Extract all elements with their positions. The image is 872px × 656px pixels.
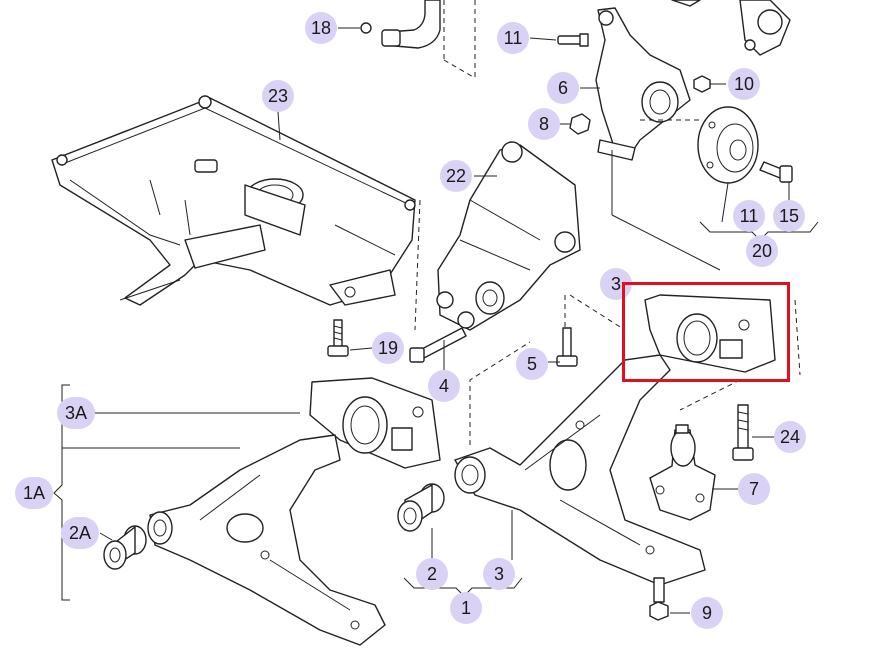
callout-20: 20	[746, 235, 778, 267]
callout-19: 19	[372, 332, 404, 364]
bushing-3a-part	[309, 377, 441, 469]
callout-18: 18	[305, 12, 337, 44]
callout-10: 10	[728, 68, 760, 100]
dashed-assembly-lines	[414, 119, 801, 445]
right-control-arm-part	[454, 354, 706, 586]
callout-6: 6	[547, 72, 579, 104]
callout-24: 24	[774, 421, 806, 453]
callout-11-top: 11	[497, 22, 529, 54]
callout-7: 7	[738, 473, 770, 505]
callout-2a: 2A	[61, 517, 99, 549]
callout-23: 23	[262, 80, 294, 112]
callout-3: 3	[483, 558, 515, 590]
callout-9: 9	[691, 597, 723, 629]
upper-right-parts	[671, 0, 791, 56]
stabilizer-link-part	[360, 0, 476, 79]
callout-11-hub: 11	[733, 200, 765, 232]
callout-1a: 1A	[15, 477, 53, 509]
left-control-arm-part	[147, 434, 386, 646]
callout-8: 8	[528, 108, 560, 140]
callout-2: 2	[416, 558, 448, 590]
steering-knuckle-part	[595, 7, 721, 271]
bracket-22-part	[436, 141, 581, 331]
bolt-11-top-part	[557, 33, 589, 47]
callout-4: 4	[428, 370, 460, 402]
callout-5: 5	[516, 348, 548, 380]
nut-9-part	[649, 577, 669, 621]
bolt-19-part	[327, 319, 349, 357]
highlight-box	[622, 282, 790, 382]
nut-8-part	[569, 113, 591, 135]
wheel-hub-part	[697, 106, 819, 241]
subframe-part	[51, 95, 416, 306]
bushing-2-part	[397, 483, 445, 532]
callout-1: 1	[450, 592, 482, 624]
bolt-5-part	[556, 327, 578, 367]
rear-bushing-highlighted-part	[644, 294, 776, 373]
nut-10-part	[693, 75, 711, 93]
bolt-24-part	[732, 404, 754, 461]
leader-lines	[53, 27, 774, 614]
ball-joint-part	[649, 424, 716, 521]
bushing-2a-part	[103, 525, 147, 570]
callout-15: 15	[773, 200, 805, 232]
bolt-4-part	[409, 327, 467, 363]
callout-22: 22	[440, 160, 472, 192]
callout-3a: 3A	[57, 397, 95, 429]
